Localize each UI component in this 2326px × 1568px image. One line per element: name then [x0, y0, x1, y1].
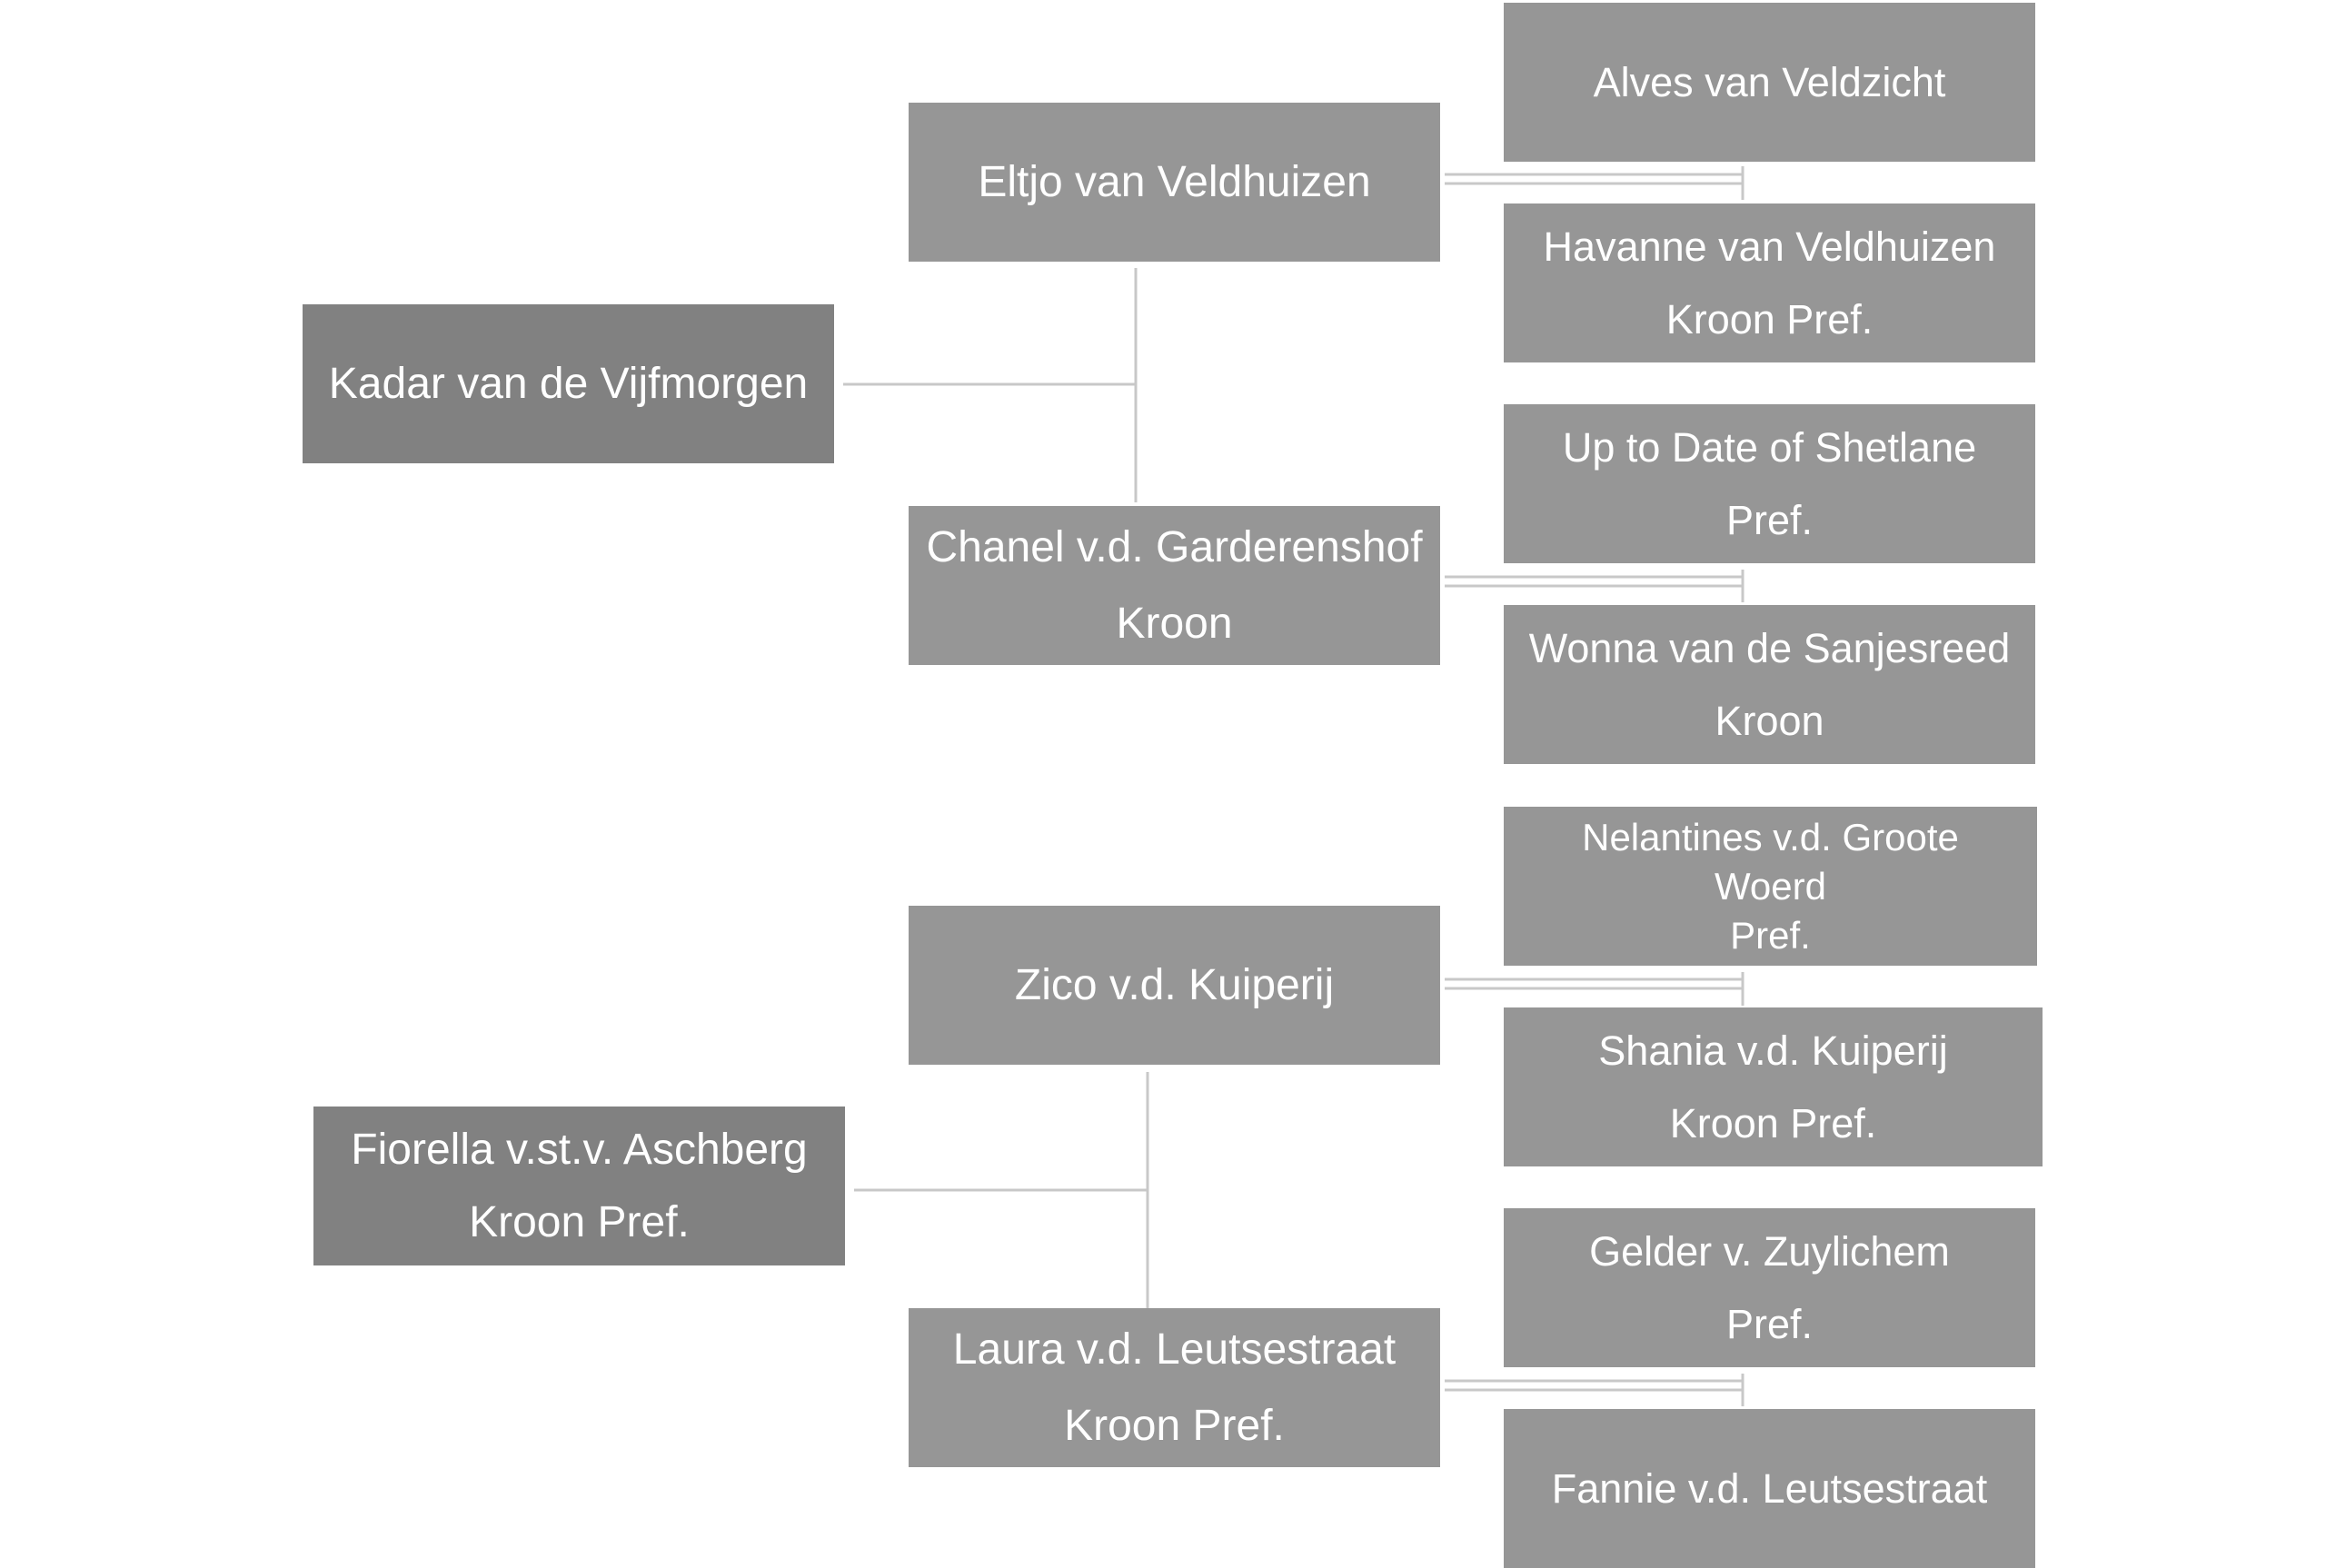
subject-2-dam-designation: Kroon Pref.	[1064, 1401, 1285, 1450]
subject-1-dam-name: Chanel v.d. Garderenshof	[926, 522, 1423, 571]
subject-2-name: Fiorella v.st.v. Aschberg	[351, 1125, 808, 1174]
subject-2-dam-dam-name: Fannie v.d. Leutsestraat	[1551, 1464, 1988, 1512]
subject-2-sire-dam-box: Shania v.d. Kuiperij Kroon Pref.	[1504, 1007, 2043, 1166]
subject-2-sire-dam-designation: Kroon Pref.	[1669, 1099, 1877, 1146]
subject-2-dam-dam-box: Fannie v.d. Leutsestraat	[1504, 1409, 2035, 1568]
subject-1-dam-sire-designation: Pref.	[1725, 496, 1814, 543]
subject-1-sire-sire-box: Alves van Veldzicht	[1504, 3, 2035, 162]
subject-1-dam-box: Chanel v.d. Garderenshof Kroon	[909, 506, 1440, 665]
subject-2-sire-sire-name: Nelantines v.d. Groote	[1582, 815, 1959, 858]
subject-1-sire-dam-box: Havanne van Veldhuizen Kroon Pref.	[1504, 203, 2035, 362]
subject-1-dam-sire-box: Up to Date of Shetlane Pref.	[1504, 404, 2035, 563]
subject-2-sire-sire-box: Nelantines v.d. Groote Woerd Pref.	[1504, 807, 2037, 966]
subject-2-dam-box: Laura v.d. Leutsestraat Kroon Pref.	[909, 1308, 1440, 1467]
subject-1-name: Kadar van de Vijfmorgen	[328, 359, 809, 408]
subject-1-dam-dam-designation: Kroon	[1715, 697, 1824, 744]
subject-2-sire-sire-name2: Woerd	[1715, 864, 1826, 908]
subject-1-dam-designation: Kroon	[1116, 599, 1233, 648]
subject-2-dam-sire-designation: Pref.	[1725, 1300, 1814, 1347]
subject-2-sire-box: Zico v.d. Kuiperij	[909, 906, 1440, 1065]
subject-1-dam-dam-name: Wonna van de Sanjesreed	[1528, 624, 2011, 671]
subject-1-sire-dam-name: Havanne van Veldhuizen	[1543, 223, 1996, 270]
subject-1-dam-dam-box: Wonna van de Sanjesreed Kroon	[1504, 605, 2035, 764]
subject-1-sire-dam-designation: Kroon Pref.	[1665, 295, 1874, 342]
subject-2-dam-sire-box: Gelder v. Zuylichem Pref.	[1504, 1208, 2035, 1367]
subject-1-sire-name: Eltjo van Veldhuizen	[978, 157, 1371, 206]
subject-2-sire-name: Zico v.d. Kuiperij	[1014, 960, 1335, 1009]
subject-2-sire-sire-designation: Pref.	[1730, 913, 1811, 957]
subject-1-box: Kadar van de Vijfmorgen	[303, 304, 834, 463]
subject-1-dam-sire-name: Up to Date of Shetlane	[1562, 423, 1977, 471]
subject-1-sire-sire-name: Alves van Veldzicht	[1593, 58, 1946, 105]
subject-2-box: Fiorella v.st.v. Aschberg Kroon Pref.	[313, 1107, 845, 1265]
subject-1-sire-box: Eltjo van Veldhuizen	[909, 103, 1440, 262]
subject-2-designation: Kroon Pref.	[469, 1197, 690, 1246]
subject-2-dam-sire-name: Gelder v. Zuylichem	[1589, 1227, 1950, 1275]
subject-2-sire-dam-name: Shania v.d. Kuiperij	[1598, 1027, 1948, 1074]
subject-2-dam-name: Laura v.d. Leutsestraat	[952, 1325, 1397, 1374]
